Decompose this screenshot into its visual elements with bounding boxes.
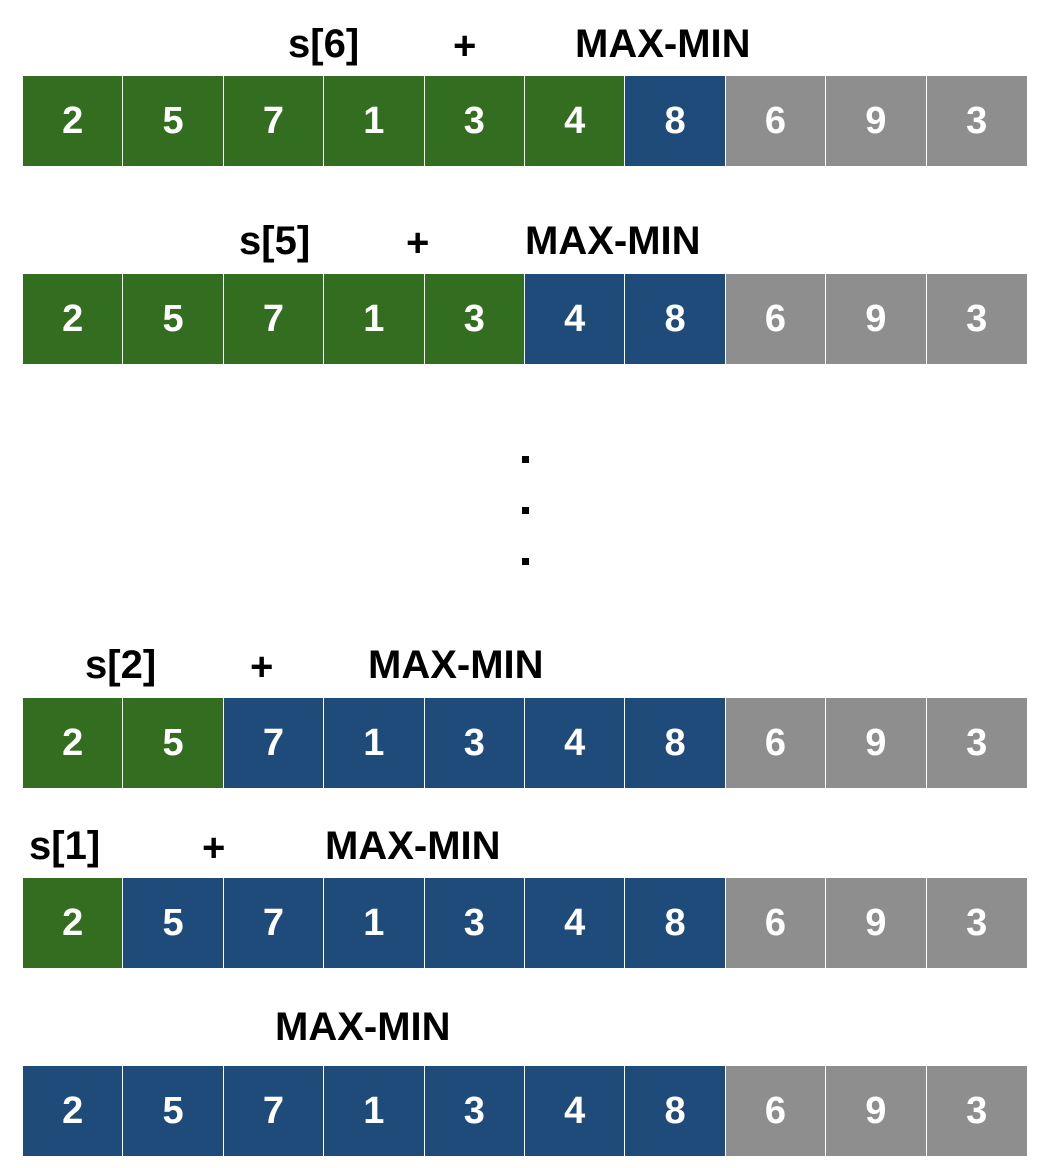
array-cell: 6 [725, 878, 827, 968]
array-cell: 9 [826, 76, 927, 166]
array-cell: 1 [324, 76, 425, 166]
row-4-s-label: s[1] [29, 824, 101, 868]
array-cell: 3 [926, 76, 1027, 166]
array-cell: 6 [725, 1066, 827, 1156]
array-cell: 5 [123, 698, 224, 788]
array-cell: 8 [625, 1066, 726, 1156]
row-3-s-label: s[2] [85, 643, 157, 687]
array-cell: 4 [524, 698, 626, 788]
array-cell: 3 [424, 76, 525, 166]
array-cell: 7 [223, 1066, 325, 1156]
array-cell: 3 [424, 698, 525, 788]
row-4-plus-label: + [202, 826, 226, 870]
array-cell: 5 [123, 76, 224, 166]
array-cell: 2 [23, 698, 124, 788]
array-cell: 8 [625, 698, 726, 788]
row-1-maxmin-label: MAX-MIN [575, 22, 751, 66]
array-cell: 9 [826, 698, 927, 788]
array-cell: 4 [524, 274, 626, 364]
array-cell: 3 [926, 274, 1027, 364]
array-cell: 5 [123, 274, 224, 364]
array-cell: 9 [826, 1066, 927, 1156]
array-cell: 4 [524, 1066, 626, 1156]
ellipsis-dot-3 [522, 558, 529, 565]
array-cell: 7 [223, 76, 325, 166]
array-cell: 1 [324, 1066, 425, 1156]
array-cell: 3 [424, 274, 525, 364]
array-cell: 6 [725, 698, 827, 788]
array-cell: 5 [123, 1066, 224, 1156]
row-2-plus-label: + [406, 221, 430, 265]
array-cell: 8 [625, 76, 726, 166]
ellipsis-dot-1 [522, 456, 529, 463]
array-cell: 1 [324, 698, 425, 788]
row-5-maxmin-label: MAX-MIN [275, 1005, 451, 1049]
array-cell: 4 [524, 76, 626, 166]
array-cell: 2 [23, 1066, 124, 1156]
array-cell: 3 [926, 1066, 1027, 1156]
array-cell: 3 [926, 878, 1027, 968]
array-cell: 2 [23, 76, 124, 166]
array-cell: 3 [424, 878, 525, 968]
array-cell: 1 [324, 274, 425, 364]
array-cell: 7 [223, 274, 325, 364]
row-1-plus-label: + [453, 24, 477, 68]
array-cell: 8 [625, 274, 726, 364]
array-cell: 9 [826, 274, 927, 364]
array-cell: 5 [123, 878, 224, 968]
array-cell: 8 [625, 878, 726, 968]
row-1-s-label: s[6] [288, 22, 360, 66]
row-3-maxmin-label: MAX-MIN [368, 643, 544, 687]
array-cell: 1 [324, 878, 425, 968]
array-cell: 6 [725, 76, 827, 166]
row-4-maxmin-label: MAX-MIN [325, 824, 501, 868]
array-cell: 9 [826, 878, 927, 968]
row-3-plus-label: + [250, 645, 274, 689]
array-cell: 3 [926, 698, 1027, 788]
array-cell: 6 [725, 274, 827, 364]
array-cell: 3 [424, 1066, 525, 1156]
array-cell: 2 [23, 878, 124, 968]
array-cell: 2 [23, 274, 124, 364]
array-cell: 7 [223, 698, 325, 788]
array-cell: 7 [223, 878, 325, 968]
ellipsis-dot-2 [522, 507, 529, 514]
array-cell: 4 [524, 878, 626, 968]
row-2-maxmin-label: MAX-MIN [525, 219, 701, 263]
row-2-s-label: s[5] [239, 219, 311, 263]
